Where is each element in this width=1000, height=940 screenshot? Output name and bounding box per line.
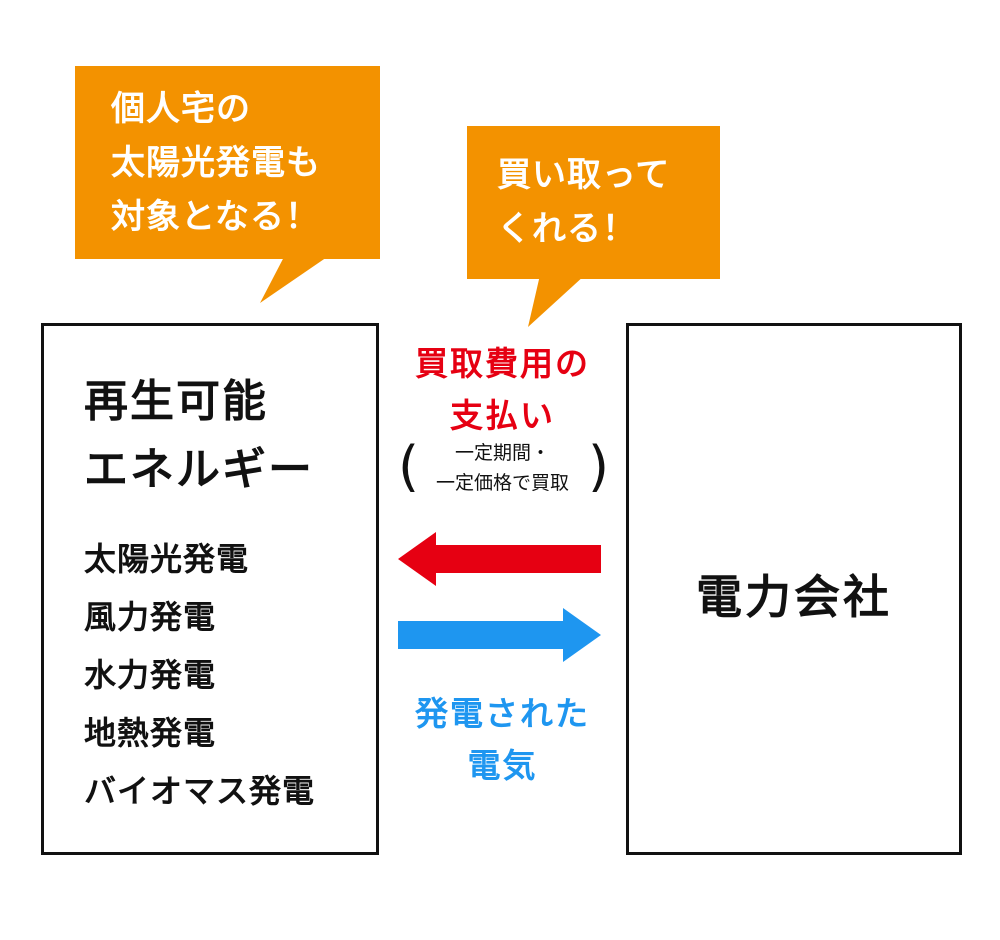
bubble-left-line-2: 太陽光発電も: [111, 143, 321, 183]
bubble-left-line-1: 個人宅の: [111, 89, 251, 129]
list-item: 太陽光発電: [84, 540, 250, 578]
payment-label: 買取費用の 支払い: [395, 338, 610, 442]
electricity-label-line-2: 電気: [467, 746, 538, 785]
speech-bubble-right: 買い取って くれる！: [467, 126, 720, 279]
list-item: 水力発電: [84, 656, 217, 694]
speech-bubble-left: 個人宅の 太陽光発電も 対象となる！: [75, 66, 380, 259]
speech-bubble-left-tail: [260, 255, 330, 303]
electricity-label: 発電された 電気: [395, 688, 610, 792]
payment-label-line-2: 支払い: [450, 396, 555, 435]
list-item: 地熱発電: [84, 714, 217, 752]
bubble-right-line-2: くれる！: [497, 209, 637, 249]
list-item: バイオマス発電: [84, 772, 316, 810]
list-item: 風力発電: [84, 598, 217, 636]
electricity-arrow: [398, 608, 601, 662]
bubble-left-line-3: 対象となる！: [111, 197, 320, 237]
renewable-energy-title-line-1: 再生可能: [84, 376, 268, 427]
power-source-list: 太陽光発電 風力発電 水力発電 地熱発電 バイオマス発電: [84, 530, 315, 820]
payment-label-line-1: 買取費用の: [415, 344, 590, 383]
electricity-label-line-1: 発電された: [415, 694, 590, 733]
speech-bubble-right-tail: [528, 275, 585, 327]
power-company-title: 電力会社: [696, 570, 892, 624]
payment-note-line-2: 一定価格で買取: [435, 472, 569, 494]
payment-arrow: [398, 532, 601, 586]
close-paren: ): [588, 435, 610, 498]
renewable-energy-title-line-2: エネルギー: [84, 444, 314, 495]
payment-note: 一定期間・ 一定価格で買取: [405, 438, 600, 498]
power-company-box: 電力会社: [626, 323, 962, 855]
renewable-energy-box: 再生可能 エネルギー 太陽光発電 風力発電 水力発電 地熱発電 バイオマス発電: [41, 323, 379, 855]
payment-note-line-1: 一定期間・: [454, 442, 550, 464]
open-paren: (: [398, 435, 420, 498]
renewable-energy-title: 再生可能 エネルギー: [84, 368, 314, 504]
bubble-right-line-1: 買い取って: [497, 155, 671, 195]
